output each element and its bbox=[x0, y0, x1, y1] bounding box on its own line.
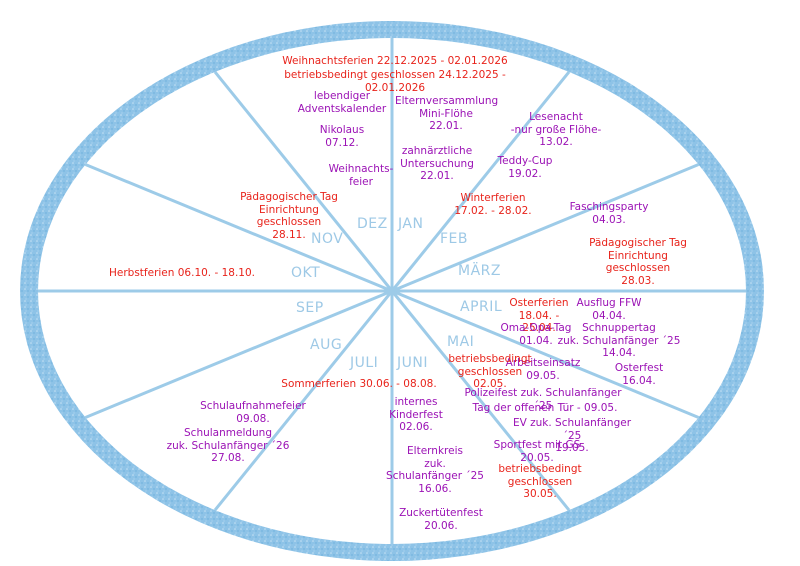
event-lesenacht: Lesenacht -nur große Flöhe- 13.02. bbox=[510, 111, 602, 148]
event-teddy-cup: Teddy-Cup 19.02. bbox=[497, 155, 553, 180]
month-label-dez: DEZ bbox=[357, 216, 388, 232]
event-zuckertuetenfest: Zuckertütenfest 20.06. bbox=[399, 507, 483, 532]
event-betriebsbedingt-mai: betriebsbedingt geschlossen 02.05. bbox=[448, 353, 532, 390]
event-kinderfest: internes Kinderfest 02.06. bbox=[389, 396, 443, 433]
event-schulanmeldung: Schulanmeldung zuk. Schulanfänger ´26 27… bbox=[166, 427, 290, 464]
event-weihnachtsfeier: Weihnachts- feier bbox=[328, 163, 394, 188]
event-arbeitseinsatz: Arbeitseinsatz 09.05. bbox=[505, 357, 581, 382]
month-label-april: APRIL bbox=[460, 299, 503, 315]
month-divider-line bbox=[391, 289, 700, 419]
event-elternversammlung: Elternversammlung Mini-Flöhe 22.01. bbox=[395, 95, 499, 132]
month-label-juli: JULI bbox=[350, 355, 379, 371]
event-zahnarzt: zahnärztliche Untersuchung 22.01. bbox=[400, 145, 474, 182]
month-label-sep: SEP bbox=[296, 300, 324, 316]
month-label-okt: OKT bbox=[291, 265, 321, 281]
event-schnuppertag: Schnuppertag zuk. Schulanfänger ´25 14.0… bbox=[557, 322, 681, 359]
event-winterferien: Winterferien 17.02. - 28.02. bbox=[454, 192, 532, 217]
month-divider-line bbox=[84, 163, 393, 293]
month-label-jan: JAN bbox=[398, 216, 424, 232]
event-osterfest: Osterfest 16.04. bbox=[614, 362, 664, 387]
event-ev-zuk: EV zuk. Schulanfänger ´25 19.05. bbox=[512, 417, 632, 454]
event-elternkreis: Elternkreis zuk. Schulanfänger ´25 16.06… bbox=[386, 445, 484, 495]
event-sportfest: Sportfest mit GS 20.05. bbox=[493, 439, 581, 464]
event-adventskalender: lebendiger Adventskalender bbox=[297, 90, 387, 115]
month-divider-line bbox=[391, 163, 700, 293]
event-oma-opa-tag: Oma-Opa-Tag 01.04. bbox=[500, 322, 572, 347]
event-schulaufnahmefeier: Schulaufnahmefeier 09.08. bbox=[200, 400, 306, 425]
month-label-nov: NOV bbox=[311, 231, 344, 247]
event-nikolaus: Nikolaus 07.12. bbox=[319, 124, 365, 149]
event-paed-tag-maerz: Pädagogischer Tag Einrichtung geschlosse… bbox=[589, 237, 687, 287]
month-divider-line bbox=[213, 290, 394, 512]
event-herbstferien: Herbstferien 06.10. - 18.10. bbox=[108, 267, 256, 279]
month-label-feb: FEB bbox=[440, 231, 469, 247]
event-faschingsparty: Faschingsparty 04.03. bbox=[569, 201, 649, 226]
month-label-juni: JUNI bbox=[397, 355, 428, 371]
event-tag-offene-tuer: Tag der offenen Tür - 09.05. bbox=[472, 402, 618, 414]
month-label-aug: AUG bbox=[310, 337, 343, 353]
event-polizeifest: Polizeifest zuk. Schulanfänger ´25 bbox=[464, 387, 622, 412]
event-betriebsbedingt-winter: betriebsbedingt geschlossen 24.12.2025 -… bbox=[284, 69, 506, 94]
month-label-maerz: MÄRZ bbox=[458, 263, 501, 279]
event-ausflug-ffw: Ausflug FFW 04.04. bbox=[576, 297, 642, 322]
month-label-mai: MAI bbox=[447, 334, 475, 350]
month-dividers bbox=[38, 38, 746, 544]
month-divider-line bbox=[84, 289, 393, 419]
event-paed-tag-nov: Pädagogischer Tag Einrichtung geschlosse… bbox=[240, 191, 338, 241]
event-weihnachtsferien: Weihnachtsferien 22.12.2025 - 02.01.2026 bbox=[282, 55, 508, 67]
event-sommerferien: Sommerferien 30.06. - 08.08. bbox=[281, 378, 437, 390]
month-divider-line bbox=[390, 70, 571, 292]
month-divider-line bbox=[213, 70, 394, 292]
event-osterferien: Osterferien 18.04. - 25.04. bbox=[509, 297, 569, 334]
month-divider-line bbox=[390, 290, 571, 512]
event-betriebsbedingt-30: betriebsbedingt geschlossen 30.05. bbox=[498, 463, 582, 500]
